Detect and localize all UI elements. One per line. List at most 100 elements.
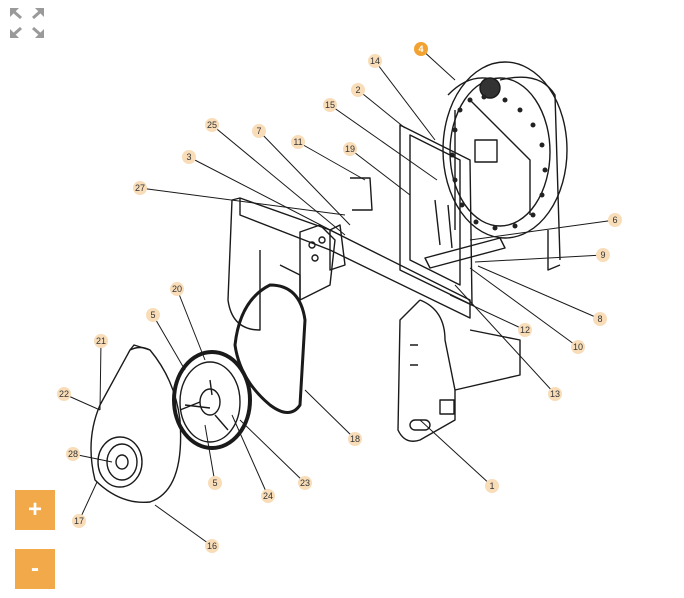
zoom-out-button[interactable]: - xyxy=(15,549,55,589)
leader-line xyxy=(304,389,356,440)
leader-line xyxy=(449,294,526,331)
callout-number: 4 xyxy=(418,44,423,54)
leader-line xyxy=(469,267,579,348)
callout-badge[interactable] xyxy=(205,118,219,132)
callout-8[interactable]: 8 xyxy=(477,265,607,326)
fullscreen-button[interactable] xyxy=(8,6,46,40)
callout-16[interactable]: 16 xyxy=(154,504,219,553)
callout-6[interactable]: 6 xyxy=(469,213,622,241)
callout-badge[interactable] xyxy=(252,124,266,138)
callout-badge[interactable] xyxy=(66,447,80,461)
callout-number: 20 xyxy=(172,284,182,294)
callout-badge[interactable] xyxy=(343,142,357,156)
callout-13[interactable]: 13 xyxy=(454,284,562,401)
callout-20[interactable]: 20 xyxy=(170,282,206,361)
callout-14[interactable]: 14 xyxy=(368,54,436,141)
callout-5[interactable]: 5 xyxy=(146,308,186,371)
callout-badge[interactable] xyxy=(414,42,428,56)
callout-1[interactable]: 1 xyxy=(419,419,499,493)
callout-number: 8 xyxy=(597,314,602,324)
callout-5[interactable]: 5 xyxy=(204,424,222,490)
callout-badge[interactable] xyxy=(133,181,147,195)
leader-line xyxy=(454,284,556,395)
callout-badge[interactable] xyxy=(205,539,219,553)
callout-number: 10 xyxy=(573,342,583,352)
leader-line xyxy=(297,141,366,181)
leader-line xyxy=(474,254,604,263)
callout-7[interactable]: 7 xyxy=(252,124,351,226)
callout-number: 21 xyxy=(96,336,106,346)
callout-badge[interactable] xyxy=(518,323,532,337)
callout-badge[interactable] xyxy=(146,308,160,322)
leader-line xyxy=(258,130,351,226)
zoom-in-button[interactable]: + xyxy=(15,490,55,530)
callout-badge[interactable] xyxy=(94,334,108,348)
callout-22[interactable]: 22 xyxy=(57,387,101,411)
callout-19[interactable]: 19 xyxy=(343,142,411,196)
callout-number: 5 xyxy=(212,478,217,488)
leader-line xyxy=(357,89,406,129)
callout-3[interactable]: 3 xyxy=(182,150,341,236)
callout-badge[interactable] xyxy=(182,150,196,164)
callout-badge[interactable] xyxy=(323,98,337,112)
callout-10[interactable]: 10 xyxy=(469,267,585,354)
callout-badge[interactable] xyxy=(72,514,86,528)
callout-23[interactable]: 23 xyxy=(239,419,312,490)
callout-badge[interactable] xyxy=(571,340,585,354)
callout-badge[interactable] xyxy=(298,476,312,490)
callout-badge[interactable] xyxy=(368,54,382,68)
callout-number: 25 xyxy=(207,120,217,130)
callout-4[interactable]: 4 xyxy=(414,42,456,81)
callout-number: 18 xyxy=(350,434,360,444)
callout-badge[interactable] xyxy=(351,83,365,97)
callout-number: 27 xyxy=(135,183,145,193)
callout-11[interactable]: 11 xyxy=(291,135,366,181)
leader-line xyxy=(374,60,436,141)
callout-number: 9 xyxy=(600,250,605,260)
callout-badge[interactable] xyxy=(348,432,362,446)
reel-bolts xyxy=(449,94,548,231)
callout-28[interactable]: 28 xyxy=(66,447,113,463)
hose-reel-part xyxy=(442,61,568,271)
callout-number: 16 xyxy=(207,541,217,551)
callout-badge[interactable] xyxy=(593,312,607,326)
leader-line xyxy=(99,340,102,411)
belt-cover-part xyxy=(90,344,182,504)
callout-badge[interactable] xyxy=(548,387,562,401)
leader-line xyxy=(211,124,346,236)
callout-25[interactable]: 25 xyxy=(205,118,346,236)
belt-part xyxy=(233,283,307,414)
callout-21[interactable]: 21 xyxy=(94,334,108,411)
callout-number: 12 xyxy=(520,325,530,335)
callout-2[interactable]: 2 xyxy=(351,83,406,129)
callout-number: 13 xyxy=(550,389,560,399)
callout-18[interactable]: 18 xyxy=(304,389,362,446)
callout-badge[interactable] xyxy=(608,213,622,227)
callout-badge[interactable] xyxy=(596,248,610,262)
leader-line xyxy=(419,419,493,487)
callout-number: 1 xyxy=(489,481,494,491)
leader-line xyxy=(477,265,601,320)
pulley-part xyxy=(172,350,252,450)
callout-badge[interactable] xyxy=(208,476,222,490)
callout-badge[interactable] xyxy=(291,135,305,149)
leader-line xyxy=(204,424,216,484)
callout-badge[interactable] xyxy=(57,387,71,401)
callout-badge[interactable] xyxy=(261,489,275,503)
leader-line xyxy=(420,48,456,81)
callout-15[interactable]: 15 xyxy=(323,98,438,181)
leader-line xyxy=(188,156,341,236)
callout-number: 15 xyxy=(325,100,335,110)
callout-badge[interactable] xyxy=(170,282,184,296)
callout-24[interactable]: 24 xyxy=(231,414,275,503)
callout-badge[interactable] xyxy=(485,479,499,493)
callout-17[interactable]: 17 xyxy=(72,481,98,528)
leader-line xyxy=(231,414,269,497)
callout-number: 28 xyxy=(68,449,78,459)
callout-27[interactable]: 27 xyxy=(133,181,346,216)
callout-9[interactable]: 9 xyxy=(474,248,610,263)
callout-12[interactable]: 12 xyxy=(449,294,532,337)
leader-line xyxy=(239,419,306,484)
leader-line xyxy=(78,481,98,522)
